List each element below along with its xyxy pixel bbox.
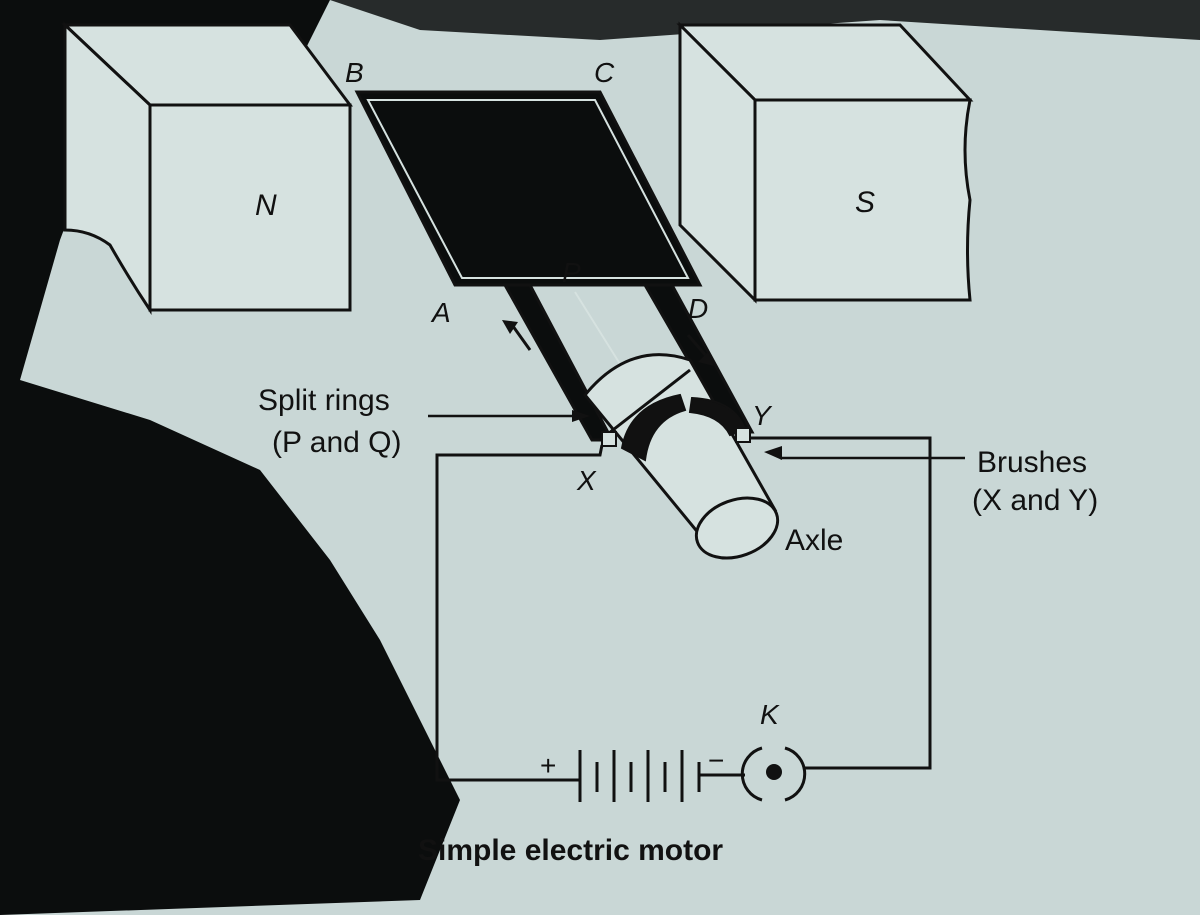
brush-label-x: X bbox=[576, 465, 597, 496]
battery-minus: − bbox=[708, 745, 724, 776]
brush-label-y: Y bbox=[752, 400, 773, 431]
split-rings-callout-line2: (P and Q) bbox=[272, 426, 402, 459]
north-pole-label: N bbox=[255, 189, 277, 222]
corner-label-d: D bbox=[688, 293, 708, 324]
switch-label-k: K bbox=[760, 699, 780, 730]
corner-label-a: A bbox=[430, 297, 451, 328]
axle-label: Axle bbox=[785, 524, 843, 557]
brushes-callout-line2: (X and Y) bbox=[972, 484, 1098, 517]
corner-label-b: B bbox=[345, 57, 364, 88]
battery-plus: + bbox=[540, 750, 556, 781]
brushes-callout-line1: Brushes bbox=[977, 446, 1087, 479]
ring-label-p: P bbox=[562, 257, 581, 288]
south-magnet: S bbox=[680, 25, 970, 300]
south-pole-label: S bbox=[855, 186, 875, 219]
brush-x bbox=[602, 432, 616, 446]
figure-caption: Simple electric motor bbox=[418, 834, 723, 867]
split-rings-callout-line1: Split rings bbox=[258, 384, 390, 417]
brush-y bbox=[736, 428, 750, 442]
corner-label-c: C bbox=[594, 57, 615, 88]
